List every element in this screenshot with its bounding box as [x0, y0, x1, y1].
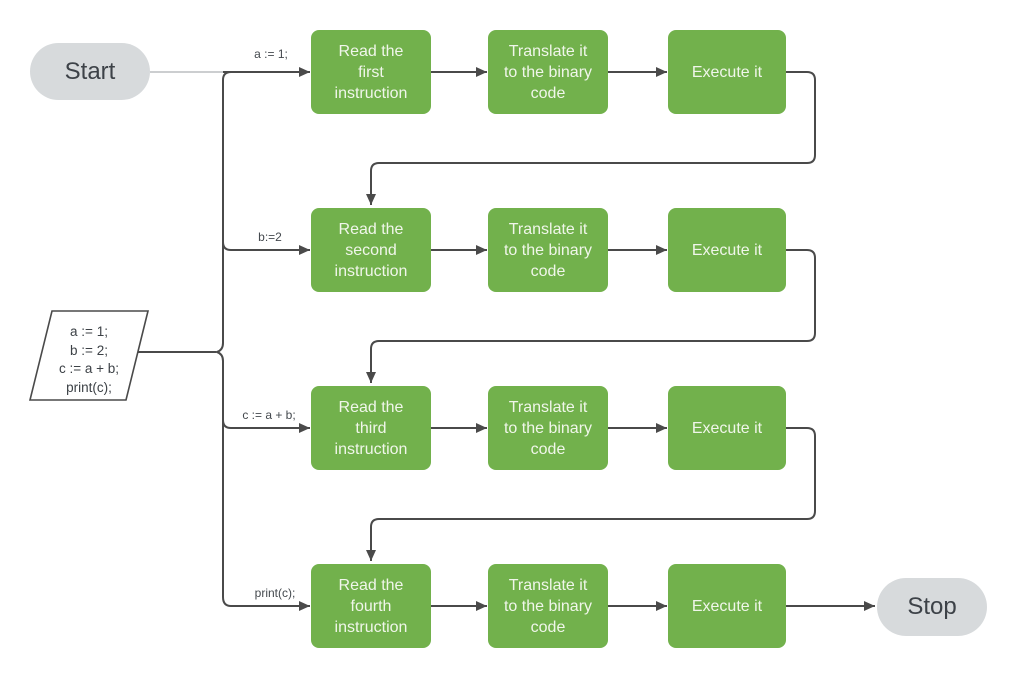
process-execute-row2: Execute it	[668, 208, 786, 292]
edge-label-row2: b:=2	[258, 230, 282, 244]
process-execute-row1: Execute it	[668, 30, 786, 114]
edge-wrap-row2-row3	[366, 249, 816, 383]
process-translate-row4: Translate it to the binary code	[488, 564, 608, 648]
input-code-text: a := 1; b := 2; c := a + b; print(c);	[58, 324, 120, 395]
stop-node: Stop	[877, 578, 987, 636]
process-read-first: Read the first instruction	[311, 30, 431, 114]
process-execute-row3: Execute it	[668, 386, 786, 470]
process-translate-row2: Translate it to the binary code	[488, 208, 608, 292]
edge-trunk	[213, 71, 310, 611]
start-node: Start	[30, 43, 150, 100]
process-read-second: Read the second instruction	[311, 208, 431, 292]
edge-label-row3: c := a + b;	[242, 408, 296, 422]
edge-branch-row2	[222, 241, 310, 255]
process-read-third: Read the third instruction	[311, 386, 431, 470]
process-translate-row3: Translate it to the binary code	[488, 386, 608, 470]
process-read-fourth: Read the fourth instruction	[311, 564, 431, 648]
edge-label-row4: print(c);	[254, 586, 296, 600]
process-execute-row4: Execute it	[668, 564, 786, 648]
edge-wrap-row1-row2	[366, 71, 816, 205]
process-translate-row1: Translate it to the binary code	[488, 30, 608, 114]
edge-wrap-row3-row4	[366, 427, 816, 561]
edge-branch-row3	[222, 419, 310, 433]
edge-label-row1: a := 1;	[254, 47, 288, 61]
input-parallelogram-shape	[28, 310, 150, 401]
